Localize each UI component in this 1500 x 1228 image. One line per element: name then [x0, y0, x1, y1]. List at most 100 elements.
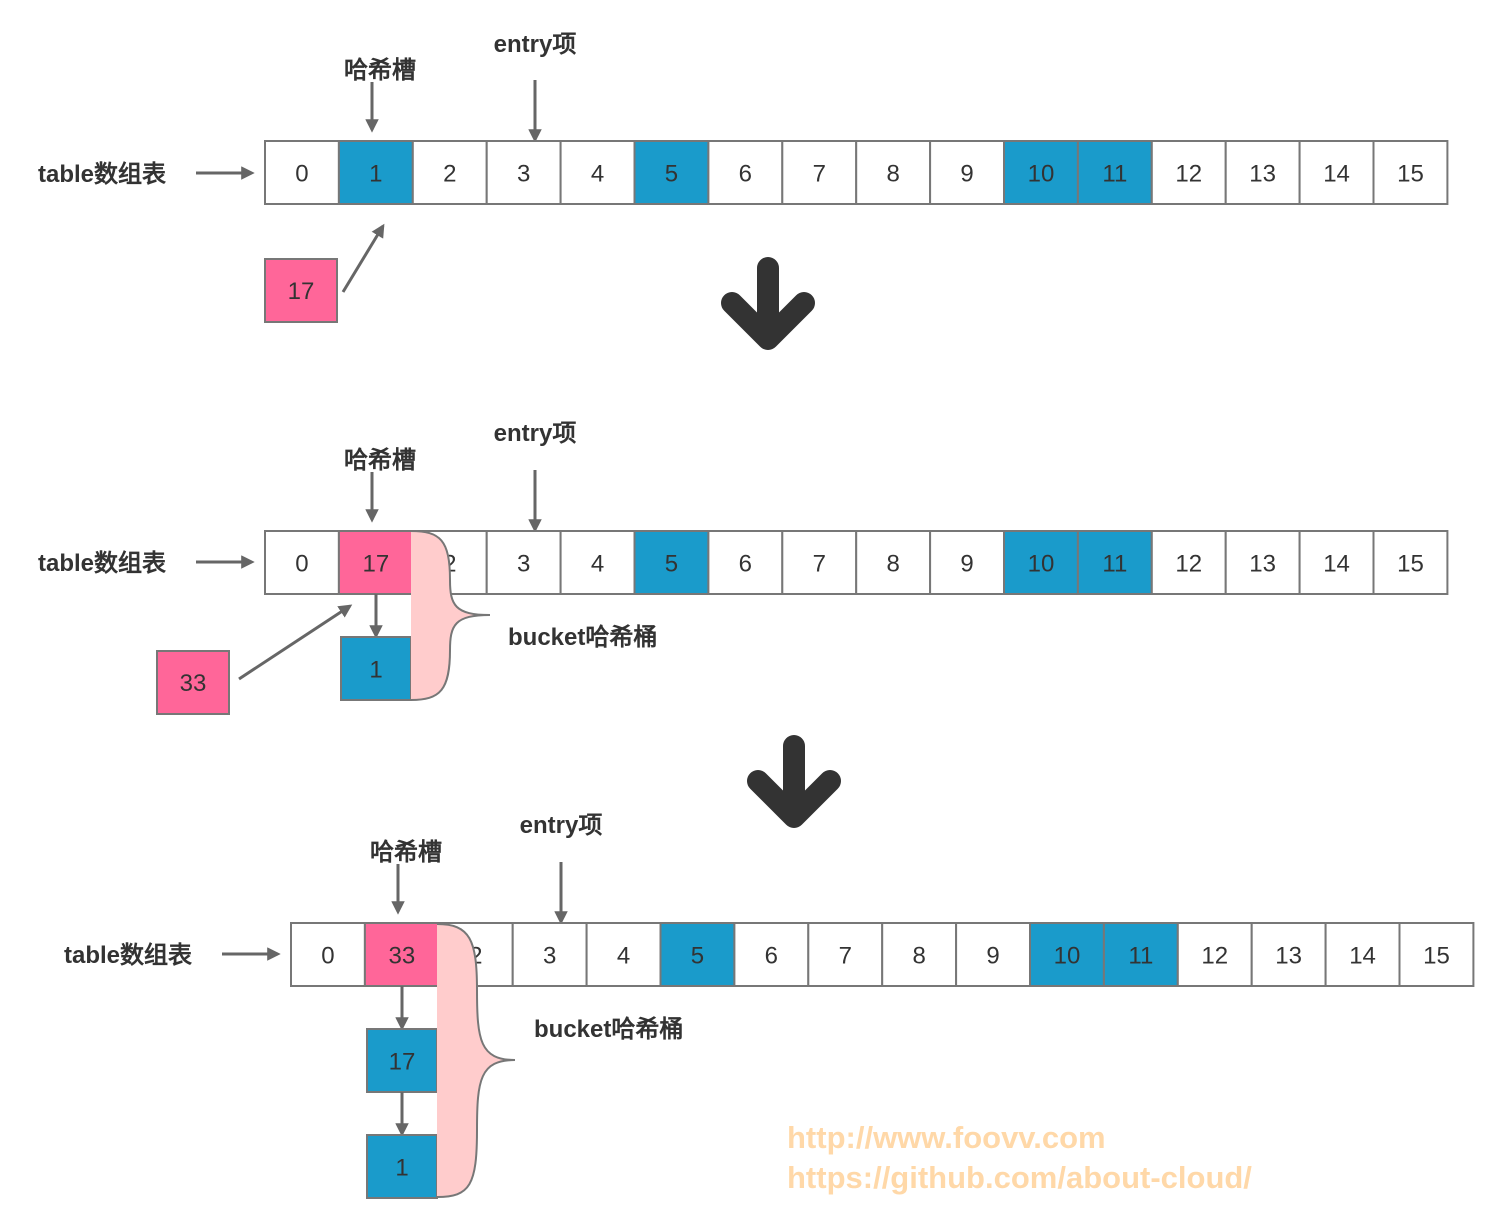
bucket-fill: [411, 531, 490, 700]
entry-label: entry项: [494, 31, 577, 58]
cell-value: 10: [1028, 551, 1055, 578]
cell-value: 0: [295, 551, 308, 578]
cell-box: [1076, 140, 1153, 205]
cell-value: 11: [1102, 551, 1127, 578]
table-cell: 0: [264, 140, 340, 205]
table-cell: 13: [1250, 922, 1327, 987]
cell-box: [559, 140, 636, 205]
cell-box: [955, 922, 1031, 987]
table-cell: 12: [1150, 140, 1227, 205]
cell-box: [337, 140, 414, 205]
bucket-label: bucket哈希桶: [534, 1015, 683, 1043]
cell-value: 9: [986, 943, 999, 970]
cell-box: [659, 922, 736, 987]
cell-value: 12: [1175, 161, 1202, 188]
table-label: table数组表: [64, 942, 193, 969]
cell-box: [485, 140, 562, 205]
slot-label: 哈希槽: [344, 56, 416, 84]
watermark-url-1: http://www.foovv.com: [787, 1120, 1106, 1155]
cell-value: 7: [839, 943, 852, 970]
cell-value: 15: [1397, 161, 1424, 188]
table-cell: 14: [1324, 922, 1401, 987]
table-cell: 7: [807, 922, 884, 987]
cell-box: [1176, 922, 1253, 987]
cell-value: 4: [591, 161, 604, 188]
cell-box: [781, 530, 858, 595]
bucket-node: 17: [366, 1028, 438, 1093]
cell-value: 13: [1249, 161, 1276, 188]
cell-value: 5: [691, 943, 704, 970]
cell-box: [707, 530, 784, 595]
cell-value: 13: [1275, 943, 1302, 970]
cell-value: 0: [321, 943, 334, 970]
bucket-chain: 1: [340, 594, 412, 701]
table-cell: 12: [1176, 922, 1253, 987]
table-cell: 10: [1003, 530, 1079, 595]
table-cell: 13: [1224, 140, 1301, 205]
cell-box: [807, 922, 884, 987]
table-cell: 3: [485, 140, 562, 205]
cell-value: 5: [665, 551, 678, 578]
cell-value: 12: [1201, 943, 1228, 970]
slot-label: 哈希槽: [370, 838, 442, 866]
cell-box: [1324, 922, 1401, 987]
cell-box: [1298, 530, 1375, 595]
cell-value: 10: [1054, 943, 1081, 970]
table-cell: 1: [337, 140, 414, 205]
insert-arrow: [238, 604, 353, 681]
cell-box: [1224, 140, 1301, 205]
table-cell: 10: [1003, 140, 1079, 205]
watermark-url-2: https://github.com/about-cloud/: [787, 1160, 1252, 1195]
table-cell: 0: [290, 922, 366, 987]
bucket-brace: [436, 923, 516, 1198]
table-cell: 7: [781, 530, 858, 595]
table-cell: 14: [1298, 530, 1375, 595]
entry-label: entry项: [520, 812, 603, 839]
cell-box: [1003, 530, 1079, 595]
table-cell: 7: [781, 140, 858, 205]
table-cell: 4: [559, 140, 636, 205]
table-cell: 6: [707, 140, 784, 205]
cell-box: [881, 922, 958, 987]
cell-value: 14: [1323, 551, 1350, 578]
cell-value: 7: [813, 551, 826, 578]
cell-value: 3: [517, 551, 530, 578]
table-cell: 4: [559, 530, 636, 595]
bucket-node-value: 1: [395, 1155, 408, 1182]
cell-value: 0: [295, 161, 308, 188]
cell-box: [1250, 922, 1327, 987]
bucket-chain: 17 1: [366, 986, 438, 1199]
bucket-node-box: [340, 636, 412, 701]
cell-box: [264, 530, 340, 595]
cell-box: [411, 140, 488, 205]
cell-value: 10: [1028, 161, 1055, 188]
cell-box: [1150, 530, 1227, 595]
cell-value: 15: [1397, 551, 1424, 578]
cell-box: [1003, 140, 1079, 205]
cell-box: [363, 922, 440, 987]
table-cell: 11: [1076, 530, 1153, 595]
cell-value: 14: [1349, 943, 1376, 970]
table-cell: 0: [264, 530, 340, 595]
cell-box: [633, 530, 710, 595]
cell-box: [855, 140, 932, 205]
cell-value: 11: [1128, 943, 1153, 970]
cell-value: 11: [1102, 161, 1127, 188]
cell-value: 33: [388, 943, 415, 970]
cell-value: 2: [443, 161, 456, 188]
cell-box: [1076, 530, 1153, 595]
bucket-node: 1: [366, 1134, 438, 1199]
cell-value: 4: [617, 943, 630, 970]
entry-label: entry项: [494, 420, 577, 447]
table-cell: 5: [659, 922, 736, 987]
table-cell: 4: [585, 922, 662, 987]
cell-value: 3: [517, 161, 530, 188]
cell-value: 17: [362, 551, 389, 578]
cell-box: [290, 922, 366, 987]
table-cell: 33: [363, 922, 440, 987]
table-cell: 10: [1029, 922, 1105, 987]
